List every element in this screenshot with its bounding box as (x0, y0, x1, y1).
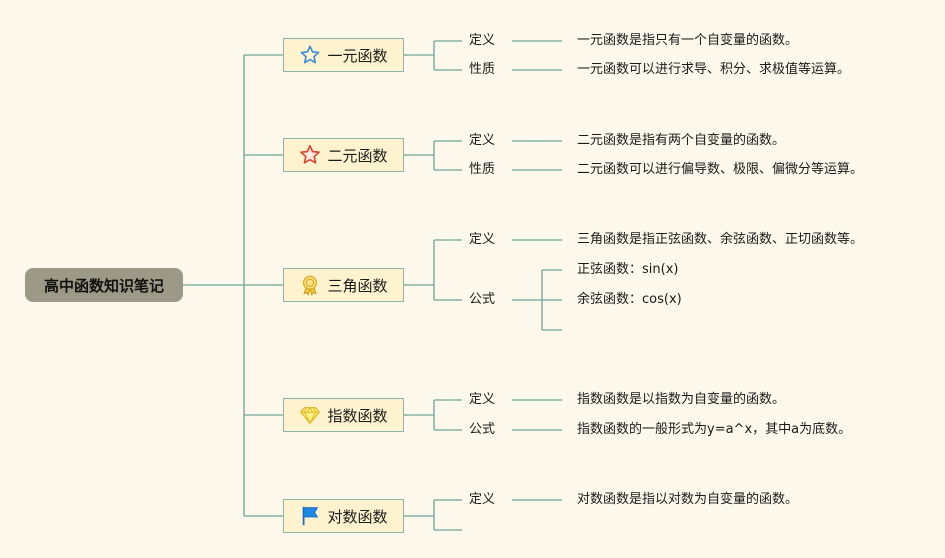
topic-title: 二元函数 (327, 146, 388, 165)
topic-1-label-1: 定义 (469, 33, 496, 48)
flag-icon (299, 505, 321, 527)
topic-4-label-2: 公式 (469, 422, 496, 437)
topic-3-subitem-1: 正弦函数：sin(x) (577, 262, 679, 277)
topic-4-label-1: 定义 (469, 392, 496, 407)
topic-4-text-2: 指数函数的一般形式为y=a^x，其中a为底数。 (577, 422, 852, 437)
topic-5-label-1: 定义 (469, 492, 496, 507)
topic-2-text-1: 二元函数是指有两个自变量的函数。 (577, 133, 786, 148)
topic-3-label-1: 定义 (469, 232, 496, 247)
topic-3-label-2: 公式 (469, 292, 496, 307)
topic-2-text-2: 二元函数可以进行偏导数、极限、偏微分等运算。 (577, 162, 864, 177)
connector-topic-5-branch (404, 499, 562, 531)
topic-node-5[interactable]: 对数函数 (283, 499, 404, 533)
topic-title: 三角函数 (327, 276, 388, 295)
star-outline-red-icon (299, 144, 321, 166)
topic-title: 对数函数 (327, 507, 388, 526)
diamond-icon (299, 404, 321, 426)
topic-3-text-1: 三角函数是指正弦函数、余弦函数、正切函数等。 (577, 232, 864, 247)
topic-1-label-2: 性质 (469, 62, 496, 77)
root-node[interactable]: 高中函数知识笔记 (25, 268, 183, 302)
topic-node-3[interactable]: 三角函数 (283, 268, 404, 302)
topic-node-2[interactable]: 二元函数 (283, 138, 404, 172)
topic-4-text-1: 指数函数是以指数为自变量的函数。 (577, 392, 786, 407)
connector-topic-2-branch (404, 140, 562, 171)
connector-topic-1-branch (404, 40, 562, 71)
topic-node-1[interactable]: 一元函数 (283, 38, 404, 72)
topic-3-subitem-2: 余弦函数：cos(x) (577, 292, 682, 307)
medal-icon (299, 274, 321, 296)
topic-1-text-1: 一元函数是指只有一个自变量的函数。 (577, 33, 799, 48)
topic-title: 指数函数 (327, 406, 388, 425)
topic-2-label-2: 性质 (469, 162, 496, 177)
connector-topic-4-branch (404, 399, 562, 431)
topic-5-text-1: 对数函数是指以对数为自变量的函数。 (577, 492, 799, 507)
topic-title: 一元函数 (327, 46, 388, 65)
topic-node-4[interactable]: 指数函数 (283, 398, 404, 432)
topic-2-label-1: 定义 (469, 133, 496, 148)
star-outline-blue-icon (299, 44, 321, 66)
topic-1-text-2: 一元函数可以进行求导、积分、求极值等运算。 (577, 62, 851, 77)
connector-topic-3-branch (404, 239, 562, 331)
